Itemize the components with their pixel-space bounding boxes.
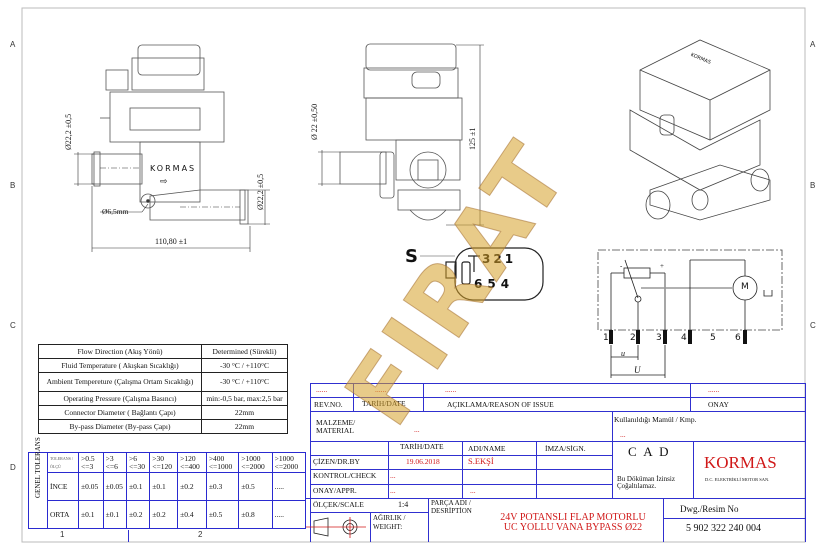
rev-no-value: ...... (316, 385, 328, 394)
pin-3: 3 (482, 252, 494, 266)
sig-header-date: TARİH/DATE (400, 442, 444, 451)
used-in-value: ... (620, 430, 626, 439)
tolerance-table: GENEL TOLERANS TOLERANS / ÖLÇÜ >0.5 <=3 … (28, 437, 307, 529)
front-dim-hole: Ø6,5mm (102, 207, 129, 216)
motor-symbol: M (741, 282, 749, 292)
material-label: MALZEME/ MATERIAL (316, 418, 356, 435)
dwg-number: 5 902 322 240 004 (686, 523, 761, 534)
tol-value: ±0.2 (126, 500, 151, 529)
pin-4: 4 (500, 277, 515, 291)
connector-pins-top: 321 (482, 252, 516, 266)
pin-2: 2 (493, 252, 505, 266)
spec-value: -30 °C / +110°C (201, 358, 288, 373)
part-label: PARÇA ADI / DESRİPTİON (431, 499, 472, 515)
checked-date: ... (390, 471, 396, 480)
circuit-pin-1: 1 (603, 333, 609, 343)
row-letter-a: A (10, 40, 16, 49)
cad-note: Bu Döküman İzinsiz Çoğaltılamaz. (617, 475, 675, 490)
weight-label: AĞIRLIK / WEIGHT: (373, 514, 406, 531)
dwg-label: Dwg./Resim No (680, 504, 739, 514)
rev-reason-value: ...... (445, 385, 457, 394)
circuit-pin-6: 6 (735, 333, 741, 343)
scale-label: ÖLÇEK/SCALE (313, 500, 364, 509)
drawn-by-date: 19.06.2018 (406, 457, 440, 466)
cad-label: C A D (628, 444, 671, 459)
specs-table: Flow Direction (Akış Yönü)Determined (Sü… (38, 344, 288, 434)
rev-date-value: ...... (375, 385, 387, 394)
circuit-pin-4: 4 (681, 333, 687, 343)
table-row: Connector Diameter ( Bağlantı Çapı)22mm (38, 405, 288, 420)
pin-5: 5 (487, 277, 501, 291)
approved-date: ... (390, 486, 396, 495)
row-name: İNCE (47, 472, 79, 501)
onay-label: ONAY (708, 400, 729, 409)
tol-value: ±0.5 (205, 500, 240, 529)
voltage-big-u: U (634, 365, 641, 375)
col-number-2: 2 (198, 530, 203, 539)
tol-value: ±0.1 (149, 472, 179, 501)
tol-value: ±0.2 (149, 500, 179, 529)
front-dim-width: 110,80 ±1 (155, 237, 188, 246)
connector-pins-bottom: 654 (474, 277, 514, 291)
rev-date-label: TARİH/DATE (362, 399, 406, 408)
tol-value: ±0.4 (177, 500, 207, 529)
row-letter-b: B (10, 181, 16, 190)
part-name-line-2: UC YOLLU VANA BYPASS Ø22 (503, 522, 643, 533)
row-letter-c-right: C (810, 321, 816, 330)
row-letter-a-right: A (810, 40, 816, 49)
tol-value: ±0.1 (102, 500, 128, 529)
company-logo: KORMAS (704, 453, 777, 472)
row-letter-d: D (10, 463, 16, 472)
spec-value: 22mm (201, 419, 288, 434)
row-letter-b-right: B (810, 181, 816, 190)
rev-onay-value: ...... (708, 385, 720, 394)
circuit-pin-5: 5 (710, 333, 716, 343)
pot-minus: - (620, 262, 623, 270)
connector-section-label: S (405, 246, 418, 267)
col-number-1: 1 (60, 530, 65, 539)
sig-header-sign: İMZA/SİGN. (545, 444, 586, 453)
tol-value: ..... (271, 500, 307, 529)
row-name: ORTA (47, 500, 79, 529)
circuit-pin-3: 3 (656, 333, 662, 343)
table-row: ORTA ±0.1 ±0.1 ±0.2 ±0.2 ±0.4 ±0.5 ±0.8 … (29, 500, 307, 529)
used-in-label: Kullanıldığı Mamül / Kmp. (614, 415, 697, 424)
pot-plus: + (660, 262, 664, 270)
scale-value: 1:4 (398, 500, 409, 509)
pin-6: 6 (474, 277, 488, 291)
table-row: Operating Pressure (Çalışma Basıncı)min:… (38, 391, 288, 406)
table-row: Ambient Tempereture (Çalışma Ortam Sıcak… (38, 372, 288, 392)
flow-arrow-icon: ⇨ (160, 176, 168, 186)
drawn-by-name: S.EKŞİ (468, 456, 494, 466)
approved-name: ... (470, 486, 476, 495)
circuit-pin-2: 2 (630, 333, 636, 343)
approved-label: ONAY/APPR. (313, 486, 357, 495)
table-row: İNCE ±0.05 ±0.05 ±0.1 ±0.1 ±0.2 ±0.3 ±0.… (29, 472, 307, 501)
tol-value: ..... (271, 472, 307, 501)
row-letter-c: C (10, 321, 16, 330)
front-view-brand: KORMAS (150, 164, 197, 173)
material-value: ... (414, 425, 420, 434)
reason-label: AÇIKLAMA/REASON OF ISSUE (447, 400, 554, 409)
company-subtitle: D.C. ELEKTRİKLİ MOTOR SAN. (705, 477, 770, 482)
tolerance-side-cell: GENEL TOLERANS (28, 437, 48, 529)
rev-no-label: REV.NO. (314, 400, 343, 409)
checked-label: KONTROL/CHECK (313, 471, 377, 480)
sig-header-name: ADI/NAME (468, 444, 506, 453)
pin-1: 1 (504, 252, 517, 266)
table-row: By-pass Diameter (By-pass Çapı)22mm (38, 419, 288, 434)
tol-value: ±0.1 (78, 500, 104, 529)
part-name-line-1: 24V POTANSLI FLAP MOTORLU (500, 512, 646, 523)
drawn-by-label: ÇİZEN/DR.BY (313, 457, 360, 466)
voltage-small-u: u (621, 349, 625, 358)
tol-value: ±0.1 (126, 472, 151, 501)
